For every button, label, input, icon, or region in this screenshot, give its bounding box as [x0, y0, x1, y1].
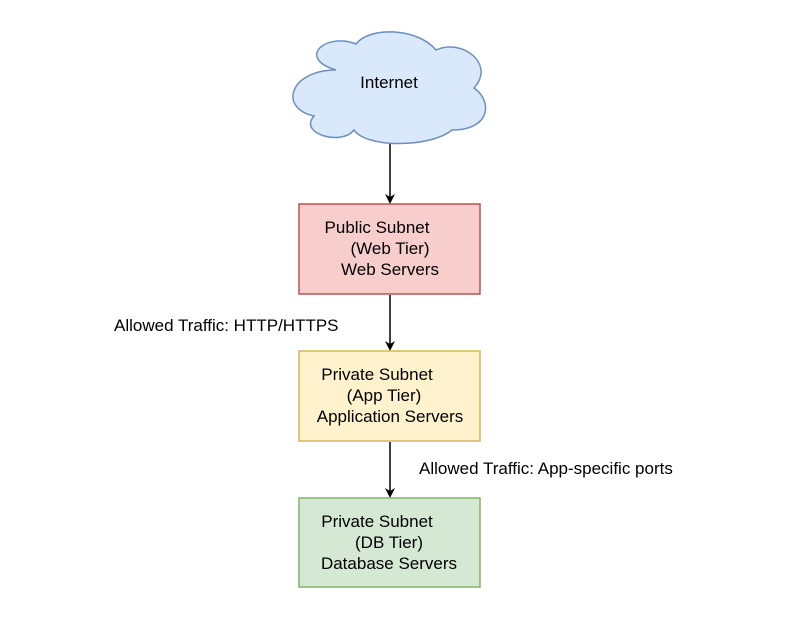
db-tier-node[interactable]: Private Subnet (DB Tier) Database Server…	[298, 497, 481, 588]
edge-web-to-app: Allowed Traffic: HTTP/HTTPS	[114, 295, 395, 351]
edge-label-app-ports: Allowed Traffic: App-specific ports	[419, 459, 673, 478]
node-label-line-1: Private Subnet	[321, 512, 433, 531]
node-box	[298, 203, 481, 295]
node-label-line-3: Database Servers	[321, 554, 457, 573]
node-label-line-2: (DB Tier)	[355, 533, 423, 552]
node-box	[298, 350, 481, 442]
node-box	[298, 497, 481, 588]
node-label-line-3: Web Servers	[341, 260, 439, 279]
app-tier-node[interactable]: Private Subnet (App Tier) Application Se…	[298, 350, 481, 442]
internet-cloud-node[interactable]: Internet	[292, 31, 487, 145]
node-label: Internet	[360, 73, 418, 92]
edge-app-to-db: Allowed Traffic: App-specific ports	[385, 442, 673, 498]
cloud-shape	[292, 31, 487, 145]
web-tier-node[interactable]: Public Subnet (Web Tier) Web Servers	[298, 203, 481, 295]
node-label-line-2: (App Tier)	[347, 386, 422, 405]
node-label-line-1: Public Subnet	[325, 218, 430, 237]
node-label-line-2: (Web Tier)	[350, 239, 429, 258]
node-label-line-1: Private Subnet	[321, 365, 433, 384]
edge-label-http: Allowed Traffic: HTTP/HTTPS	[114, 316, 339, 335]
node-label-line-3: Application Servers	[317, 407, 463, 426]
